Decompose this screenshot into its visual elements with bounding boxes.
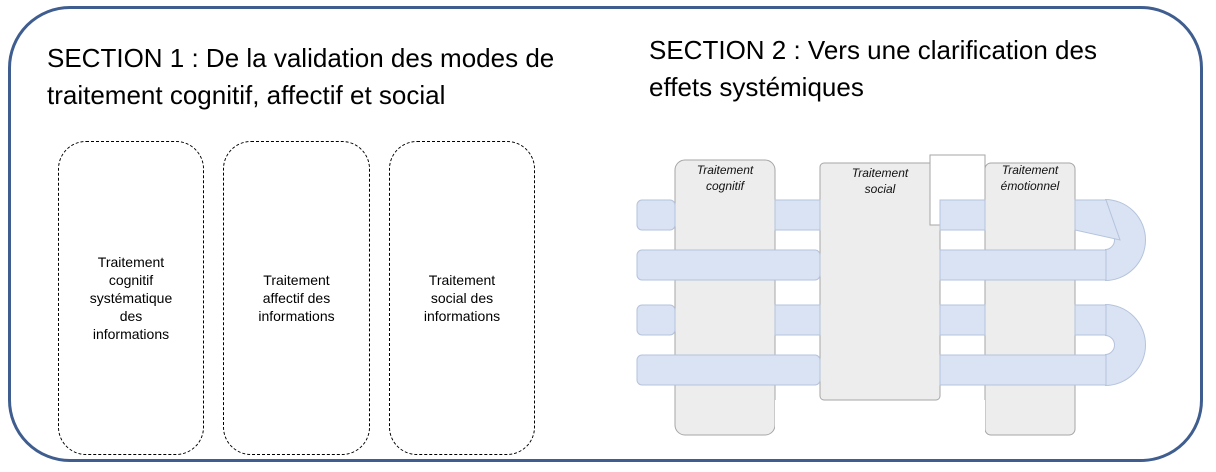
gap-patch-right: [940, 400, 985, 435]
band-1-segment-a: [636, 199, 676, 231]
band-2-segment-b: [939, 249, 1107, 281]
weave-svg: [636, 154, 1146, 436]
band-1-segment-b: [774, 199, 821, 231]
band-1-segment-d: [1074, 199, 1121, 241]
cognitive-processing-label: Traitement cognitif systématique des inf…: [89, 254, 173, 342]
band-3-segment-d: [1074, 304, 1107, 336]
band-3-segment-b: [774, 304, 821, 336]
section2-title: SECTION 2 : Vers une clarification des e…: [649, 35, 1097, 102]
systemic-weave-diagram: Traitement cognitif Traitement social Tr…: [630, 150, 1170, 440]
emotional-column: [984, 162, 1076, 436]
social-column-label: Traitement social: [851, 166, 909, 196]
emotional-column-label: Traitement émotionnel: [1000, 163, 1060, 193]
band-4-segment-a: [636, 354, 821, 386]
section1-title: SECTION 1 : De la validation des modes d…: [47, 43, 555, 110]
social-column: [819, 162, 941, 401]
cognitive-column: [674, 159, 776, 436]
affective-processing-box: Traitement affectif des informations: [223, 141, 370, 455]
band-1-segment-c: [939, 199, 986, 231]
band-2-segment-a: [636, 249, 821, 281]
social-processing-label: Traitement social des informations: [423, 272, 501, 324]
social-processing-box: Traitement social des informations: [389, 141, 535, 455]
gap-patch-left: [775, 400, 820, 435]
outer-frame: [8, 6, 1203, 462]
band-4-segment-b: [939, 354, 1107, 386]
affective-processing-label: Traitement affectif des informations: [258, 272, 335, 324]
band-3-segment-a: [636, 304, 676, 336]
band-3-segment-c: [939, 304, 986, 336]
cognitive-processing-box: Traitement cognitif systématique des inf…: [58, 141, 204, 455]
cognitive-column-label: Traitement cognitif: [696, 163, 754, 193]
